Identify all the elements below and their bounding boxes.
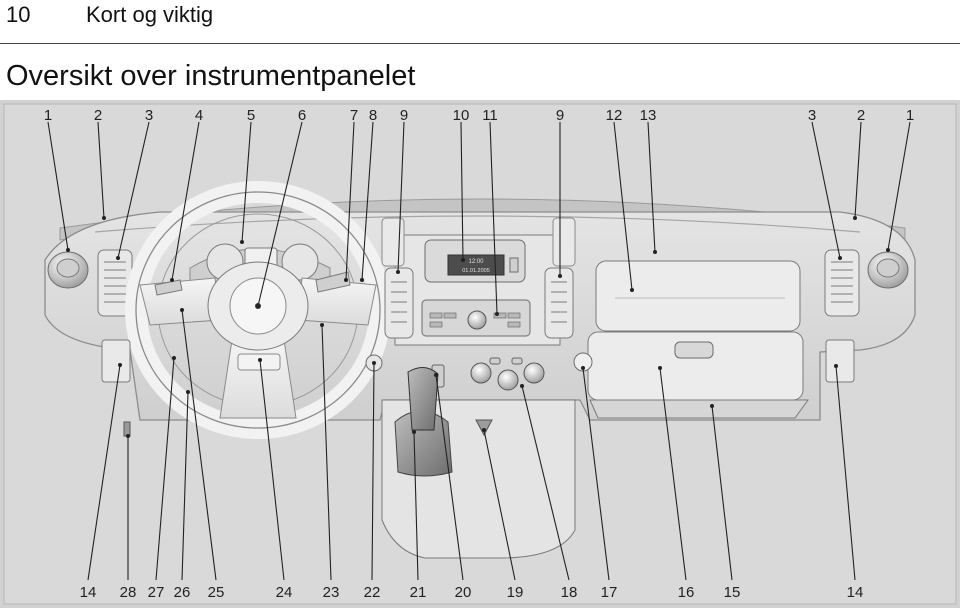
glove-box-handle bbox=[674, 341, 714, 359]
page-header: 10 Kort og viktig bbox=[0, 0, 960, 46]
callout-19: 19 bbox=[507, 584, 524, 601]
callouts-top: 1 2 3 4 5 6 7 8 9 10 11 9 12 13 3 2 1 bbox=[44, 107, 914, 316]
callout-17: 17 bbox=[601, 584, 618, 601]
callout-20: 20 bbox=[455, 584, 472, 601]
bonnet-release bbox=[123, 421, 131, 437]
lower-switch-panel-right bbox=[825, 339, 855, 383]
callout-9b: 9 bbox=[556, 107, 564, 124]
lower-switch-panel-left bbox=[101, 339, 131, 383]
callouts-bottom: 14 28 27 26 25 24 23 22 21 20 19 18 17 1… bbox=[80, 308, 864, 601]
callout-18: 18 bbox=[561, 584, 578, 601]
callout-7: 7 bbox=[350, 107, 358, 124]
callout-26: 26 bbox=[174, 584, 191, 601]
callout-4: 4 bbox=[195, 107, 203, 124]
instrument-panel-figure: 12:00 01.01.2005 bbox=[0, 100, 960, 608]
callout-1: 1 bbox=[44, 107, 52, 124]
callout-12: 12 bbox=[606, 107, 623, 124]
center-vent-left bbox=[384, 267, 414, 339]
upper-storage bbox=[595, 260, 801, 332]
louvre-vent-right bbox=[824, 249, 860, 317]
heater-knob-1 bbox=[470, 362, 492, 384]
callout-27: 27 bbox=[148, 584, 165, 601]
callout-3b: 3 bbox=[808, 107, 816, 124]
callout-8: 8 bbox=[369, 107, 377, 124]
callout-24: 24 bbox=[276, 584, 293, 601]
callout-10: 10 bbox=[453, 107, 470, 124]
gear-knob bbox=[407, 367, 439, 431]
callout-21: 21 bbox=[410, 584, 427, 601]
heater-knob-2 bbox=[497, 369, 519, 391]
callout-16: 16 bbox=[678, 584, 695, 601]
callout-9: 9 bbox=[400, 107, 408, 124]
callout-14b: 14 bbox=[847, 584, 864, 601]
callout-25: 25 bbox=[208, 584, 225, 601]
callout-2b: 2 bbox=[857, 107, 865, 124]
parcel-shelf bbox=[589, 399, 809, 419]
display-time: 12:00 bbox=[468, 259, 484, 265]
callout-22: 22 bbox=[364, 584, 381, 601]
callout-23: 23 bbox=[323, 584, 340, 601]
callout-3: 3 bbox=[145, 107, 153, 124]
header-divider bbox=[0, 43, 960, 44]
callout-5: 5 bbox=[247, 107, 255, 124]
callout-14: 14 bbox=[80, 584, 97, 601]
instrument-panel-illustration: 12:00 01.01.2005 bbox=[0, 100, 960, 608]
callout-13: 13 bbox=[640, 107, 657, 124]
section-title: Kort og viktig bbox=[86, 2, 214, 27]
callout-1b: 1 bbox=[906, 107, 914, 124]
wiper-stalk bbox=[315, 271, 351, 293]
callout-11: 11 bbox=[482, 107, 498, 124]
center-vent-right bbox=[544, 267, 574, 339]
callout-15: 15 bbox=[724, 584, 741, 601]
callout-6: 6 bbox=[298, 107, 306, 124]
callout-2: 2 bbox=[94, 107, 102, 124]
heater-knob-3 bbox=[523, 362, 545, 384]
display-date: 01.01.2005 bbox=[462, 268, 490, 274]
page-number: 10 bbox=[6, 2, 31, 27]
page-title: Oversikt over instrumentpanelet bbox=[6, 60, 416, 92]
callout-28: 28 bbox=[120, 584, 137, 601]
